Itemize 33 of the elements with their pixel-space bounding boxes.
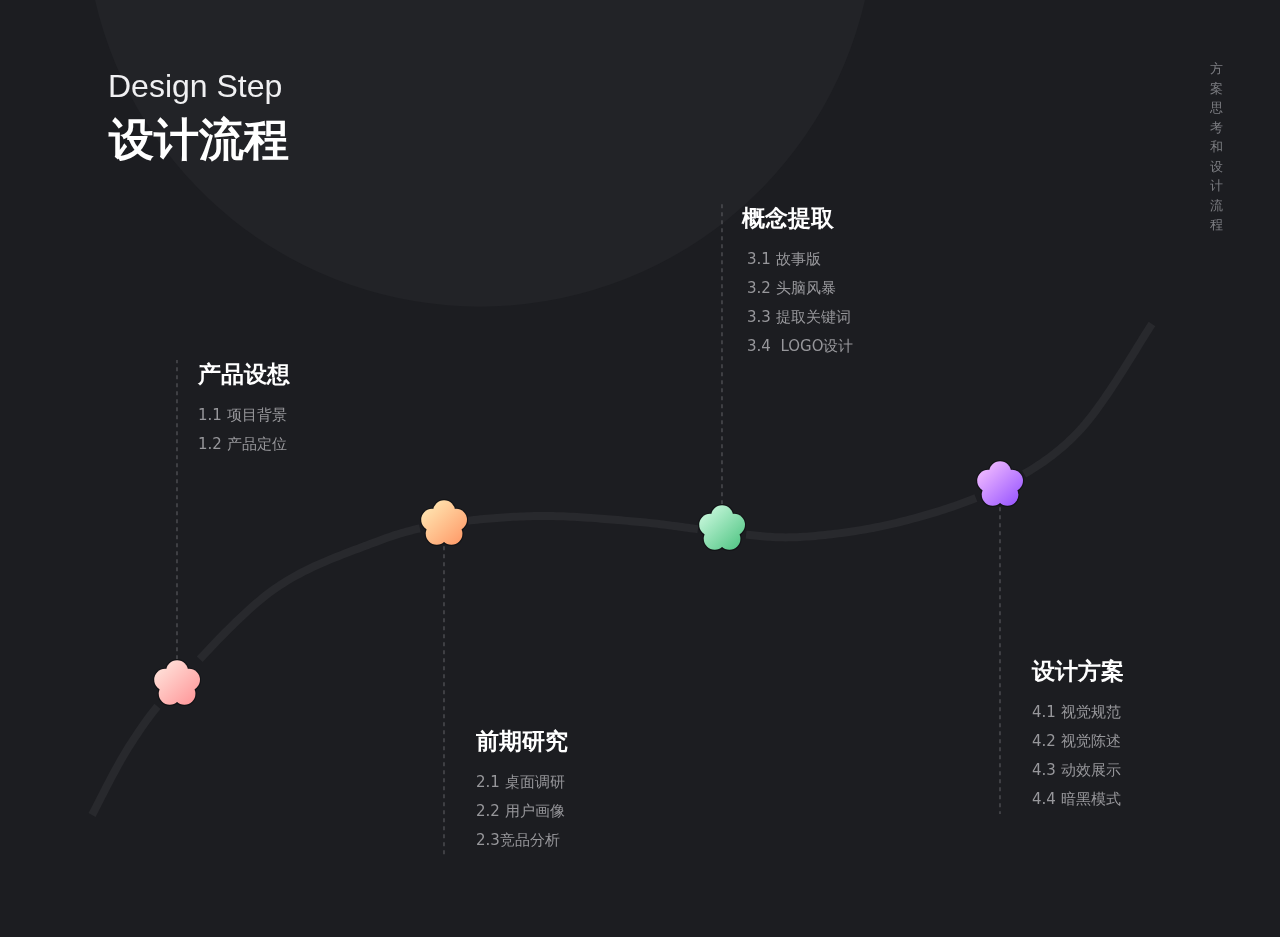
leader-line xyxy=(443,545,445,856)
step-item: 1.2 产品定位 xyxy=(198,434,288,455)
step-item: 3.3 提取关键词 xyxy=(746,307,852,328)
flower-icon xyxy=(975,460,1025,508)
step-heading: 概念提取 xyxy=(742,204,835,232)
step-heading: 前期研究 xyxy=(476,727,568,755)
leader-line xyxy=(721,203,723,505)
step-item: 2.3竞品分析 xyxy=(476,830,561,851)
step-heading: 产品设想 xyxy=(198,360,290,388)
flower-icon xyxy=(152,659,202,707)
step-item: 1.1 项目背景 xyxy=(198,405,288,426)
step-item: 2.1 桌面调研 xyxy=(476,772,566,793)
title: 设计流程 xyxy=(109,112,289,168)
leader-line xyxy=(176,359,178,660)
vertical-caption: 方案思考和设计流程 xyxy=(1209,60,1223,234)
subtitle: Design Step xyxy=(108,67,283,106)
step-item: 3.4 LOGO设计 xyxy=(746,336,854,357)
leader-line xyxy=(999,506,1001,815)
step-item: 4.1 视觉规范 xyxy=(1032,702,1122,723)
step-item: 2.2 用户画像 xyxy=(476,801,566,822)
flower-icon xyxy=(419,499,469,547)
timeline-curve xyxy=(88,702,162,818)
step-item: 3.2 头脑风暴 xyxy=(746,278,837,299)
flower-icon xyxy=(697,504,747,552)
step-heading: 设计方案 xyxy=(1032,657,1124,685)
step-item: 4.4 暗黑模式 xyxy=(1032,789,1122,810)
step-item: 3.1 故事版 xyxy=(746,249,822,270)
timeline-curve xyxy=(1021,321,1156,478)
step-item: 4.2 视觉陈述 xyxy=(1032,731,1122,752)
step-item: 4.3 动效展示 xyxy=(1032,760,1122,781)
timeline-curve xyxy=(466,512,700,534)
timeline-curve xyxy=(743,494,979,542)
timeline-curve xyxy=(196,524,424,663)
